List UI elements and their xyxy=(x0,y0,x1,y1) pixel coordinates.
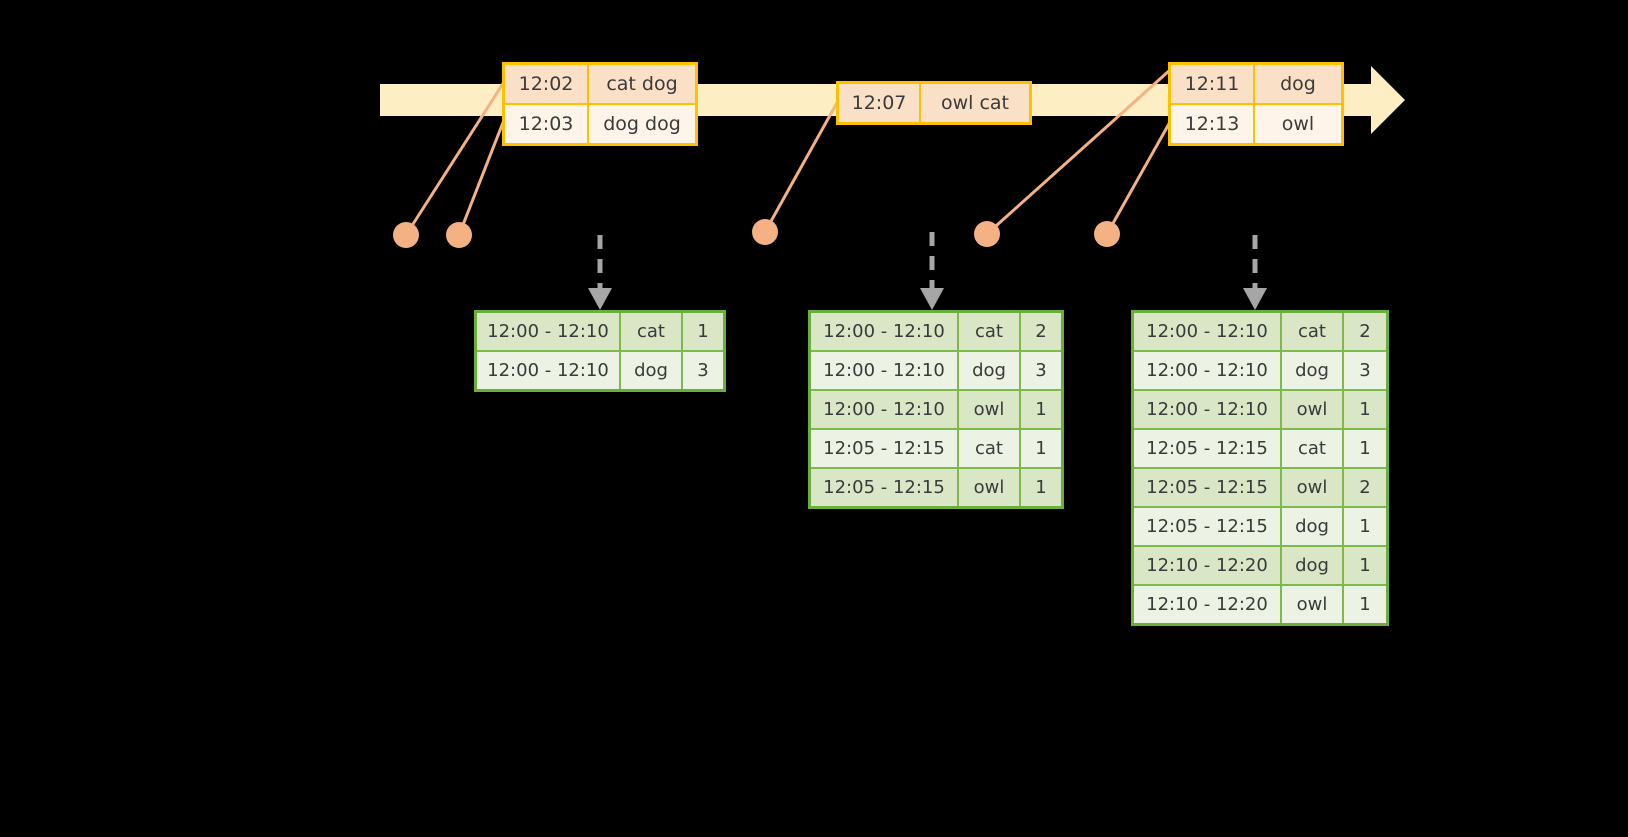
event-words: dog xyxy=(1255,65,1341,103)
cell-word: owl xyxy=(1282,469,1344,506)
cell-window: 12:05 - 12:15 xyxy=(1134,430,1282,467)
event-time: 12:11 xyxy=(1171,65,1255,103)
emit-arrowheads xyxy=(588,288,1267,310)
cell-count: 1 xyxy=(1021,391,1061,428)
event-dots xyxy=(393,219,1120,248)
cell-count: 1 xyxy=(1344,547,1386,584)
event-box-2[interactable]: 12:07 owl cat xyxy=(836,81,1032,125)
cell-count: 1 xyxy=(1344,508,1386,545)
event-time: 12:13 xyxy=(1171,105,1255,143)
event-box-1[interactable]: 12:02 cat dog 12:03 dog dog xyxy=(502,62,698,146)
event-row[interactable]: 12:02 cat dog xyxy=(505,65,695,103)
cell-window: 12:10 - 12:20 xyxy=(1134,586,1282,623)
cell-word: owl xyxy=(959,469,1021,506)
event-row[interactable]: 12:03 dog dog xyxy=(505,103,695,143)
cell-window: 12:00 - 12:10 xyxy=(811,352,959,389)
cell-window: 12:00 - 12:10 xyxy=(477,352,621,389)
cell-word: cat xyxy=(621,313,683,350)
cell-window: 12:05 - 12:15 xyxy=(811,430,959,467)
emit-arrowhead-2 xyxy=(920,288,944,310)
event-dot-3 xyxy=(752,219,778,245)
cell-word: owl xyxy=(1282,391,1344,428)
cell-count: 3 xyxy=(683,352,723,389)
event-words: cat dog xyxy=(589,65,695,103)
event-words: owl xyxy=(1255,105,1341,143)
event-box-3[interactable]: 12:11 dog 12:13 owl xyxy=(1168,62,1344,146)
event-time: 12:02 xyxy=(505,65,589,103)
event-dot-1 xyxy=(393,222,419,248)
event-time: 12:03 xyxy=(505,105,589,143)
cell-count: 1 xyxy=(1021,469,1061,506)
event-row[interactable]: 12:07 owl cat xyxy=(839,84,1029,122)
event-time: 12:07 xyxy=(839,84,921,122)
event-dot-4 xyxy=(974,221,1000,247)
cell-window: 12:10 - 12:20 xyxy=(1134,547,1282,584)
cell-count: 2 xyxy=(1021,313,1061,350)
cell-word: owl xyxy=(959,391,1021,428)
connector-line-3 xyxy=(763,100,840,233)
cell-word: dog xyxy=(1282,547,1344,584)
emit-arrowhead-1 xyxy=(588,288,612,310)
cell-count: 1 xyxy=(1344,430,1386,467)
cell-count: 1 xyxy=(1344,586,1386,623)
event-dot-5 xyxy=(1094,221,1120,247)
cell-window: 12:00 - 12:10 xyxy=(811,391,959,428)
cell-window: 12:00 - 12:10 xyxy=(1134,313,1282,350)
cell-count: 3 xyxy=(1021,352,1061,389)
cell-count: 1 xyxy=(683,313,723,350)
cell-word: dog xyxy=(1282,352,1344,389)
connector-line-5 xyxy=(1105,121,1172,235)
cell-window: 12:05 - 12:15 xyxy=(1134,508,1282,545)
cell-window: 12:05 - 12:15 xyxy=(811,469,959,506)
cell-word: dog xyxy=(1282,508,1344,545)
cell-count: 1 xyxy=(1344,391,1386,428)
cell-word: cat xyxy=(959,430,1021,467)
cell-word: cat xyxy=(959,313,1021,350)
connector-line-2 xyxy=(457,119,506,236)
cell-count: 1 xyxy=(1021,430,1061,467)
event-words: owl cat xyxy=(921,84,1029,122)
emit-arrows xyxy=(597,232,1258,288)
cell-window: 12:00 - 12:10 xyxy=(1134,391,1282,428)
event-row[interactable]: 12:13 owl xyxy=(1171,103,1341,143)
cell-word: cat xyxy=(1282,313,1344,350)
cell-window: 12:00 - 12:10 xyxy=(477,313,621,350)
cell-word: dog xyxy=(621,352,683,389)
cell-count: 2 xyxy=(1344,469,1386,506)
cell-word: owl xyxy=(1282,586,1344,623)
cell-window: 12:05 - 12:15 xyxy=(1134,469,1282,506)
cell-window: 12:00 - 12:10 xyxy=(811,313,959,350)
cell-window: 12:00 - 12:10 xyxy=(1134,352,1282,389)
event-words: dog dog xyxy=(589,105,695,143)
event-row[interactable]: 12:11 dog xyxy=(1171,65,1341,103)
cell-count: 3 xyxy=(1344,352,1386,389)
cell-count: 2 xyxy=(1344,313,1386,350)
cell-word: dog xyxy=(959,352,1021,389)
cell-word: cat xyxy=(1282,430,1344,467)
event-dot-2 xyxy=(446,222,472,248)
emit-arrowhead-3 xyxy=(1243,288,1267,310)
